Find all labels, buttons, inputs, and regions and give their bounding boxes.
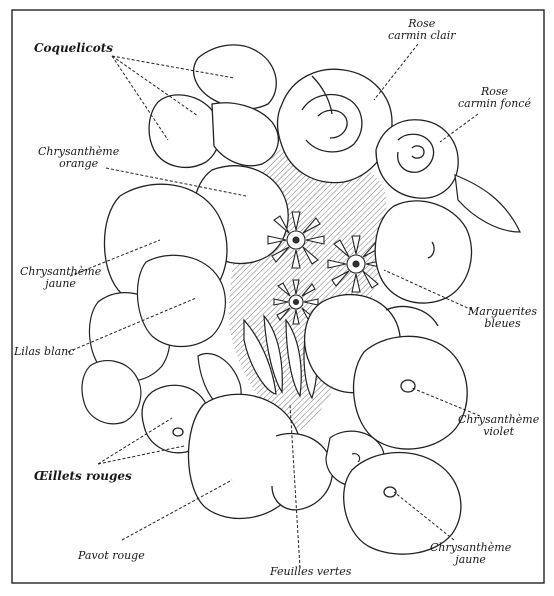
rose-fonce — [376, 120, 458, 198]
coquelicot-3 — [212, 103, 278, 166]
label-chrysantheme-jaune-bottom: Chrysanthème jaune — [430, 542, 511, 566]
leader-rose-clair — [374, 44, 418, 100]
leader-rose-fonce — [440, 114, 478, 142]
label-lilas-blanc: Lilas blanc — [14, 346, 74, 358]
label-coquelicots: Coquelicots — [34, 42, 113, 54]
chrysantheme-jaune-bottom-flower — [344, 453, 461, 555]
coquelicot-2 — [149, 95, 220, 167]
label-rose-carmin-clair: Rose carmin clair — [388, 18, 456, 42]
label-chrysantheme-orange: Chrysanthème orange — [38, 146, 119, 170]
label-oeillets-rouges: Œillets rouges — [34, 470, 132, 482]
label-chrysantheme-jaune-left: Chrysanthème jaune — [20, 266, 101, 290]
label-chrysantheme-violet: Chrysanthème violet — [458, 414, 539, 438]
label-feuilles-vertes: Feuilles vertes — [270, 566, 351, 578]
chrysantheme-right-flower — [375, 201, 471, 303]
marguerite-1 — [268, 212, 324, 268]
label-pavot-rouge: Pavot rouge — [78, 550, 145, 562]
label-marguerites-bleues: Marguerites bleues — [468, 306, 537, 330]
leader-coquelicots-3 — [112, 56, 168, 140]
coquelicot-flowers — [149, 45, 278, 167]
label-rose-carmin-fonce: Rose carmin foncé — [458, 86, 531, 110]
chrysantheme-violet-flower — [354, 336, 468, 449]
coquelicot-1 — [194, 45, 277, 109]
rose-leaves — [455, 175, 520, 232]
rose-clair — [278, 69, 393, 182]
